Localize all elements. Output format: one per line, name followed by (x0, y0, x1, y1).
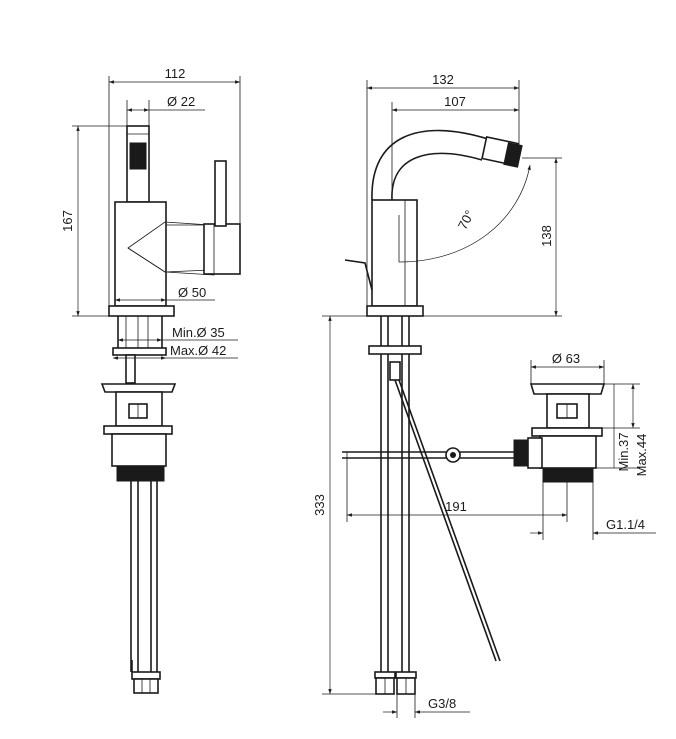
aerator-outlet (129, 142, 147, 170)
waste-thread-front (116, 465, 165, 482)
side-view (342, 129, 606, 695)
dimension-labels: 112 Ø 22 167 Ø 50 Min.Ø 35 Max.Ø 42 132 … (60, 66, 649, 711)
side-body (371, 199, 418, 307)
label-waste-thread: G1.1/4 (606, 517, 645, 532)
label-width-total: 112 (165, 66, 186, 81)
popup-lever (344, 259, 373, 291)
cartridge-cap (203, 223, 241, 275)
label-spout-diameter: Ø 22 (167, 94, 195, 109)
label-spout-height: 138 (539, 225, 554, 247)
waste-connector (513, 439, 529, 467)
pull-rod (394, 379, 497, 662)
label-rod-length: 191 (445, 499, 467, 514)
waste-thread-side (542, 467, 594, 483)
label-waste-min: Min.37 (616, 432, 631, 471)
label-height-body: 167 (60, 210, 75, 232)
label-waste-diameter: Ø 63 (552, 351, 580, 366)
spout-curve (371, 129, 489, 201)
supply-nut-front (133, 678, 159, 694)
label-swivel-angle: 70° (455, 208, 477, 232)
label-body-diameter: Ø 50 (178, 285, 206, 300)
label-hole-max: Max.Ø 42 (170, 343, 226, 358)
label-hole-min: Min.Ø 35 (172, 325, 225, 340)
front-view (100, 125, 241, 694)
lever-handle (214, 160, 227, 227)
side-dimensions (322, 80, 656, 718)
label-supply-thread: G3/8 (428, 696, 456, 711)
front-dimensions (72, 76, 241, 360)
label-waste-max: Max.44 (634, 434, 649, 477)
mixer-body (114, 201, 167, 307)
label-tails-length: 333 (312, 494, 327, 516)
label-reach-spout: 107 (444, 94, 466, 109)
label-reach-total: 132 (432, 72, 454, 87)
